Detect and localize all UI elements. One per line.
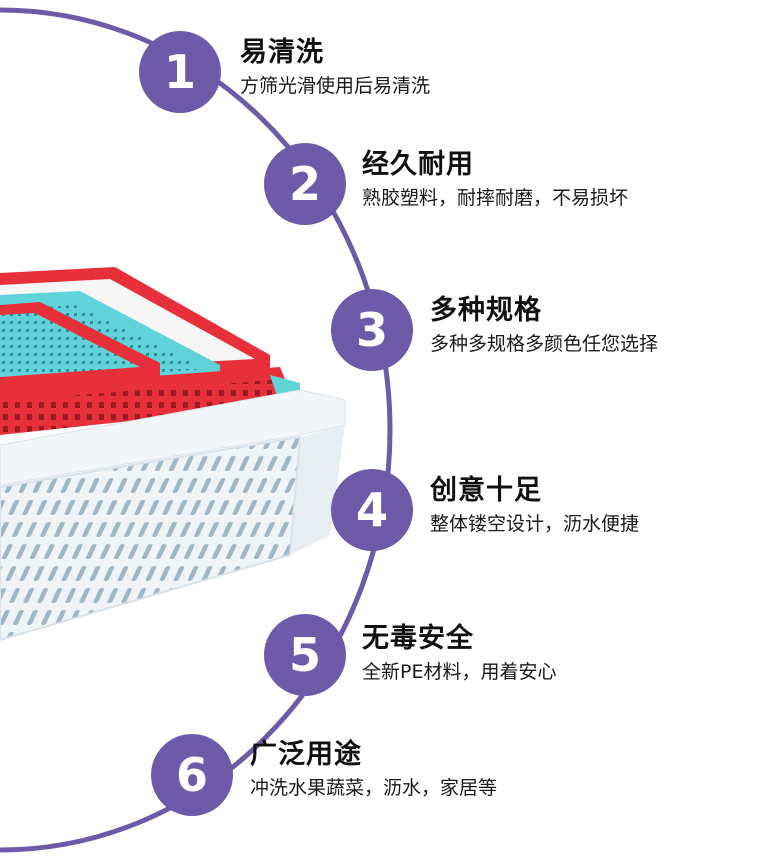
feature-item-2: 经久耐用 熟胶塑料，耐摔耐磨，不易损坏 bbox=[362, 148, 628, 212]
step-badge-2: 2 bbox=[264, 143, 346, 225]
feature-item-3: 多种规格 多种多规格多颜色任您选择 bbox=[430, 294, 658, 358]
feature-title: 经久耐用 bbox=[362, 149, 474, 180]
step-badge-3: 3 bbox=[331, 289, 413, 371]
feature-title: 无毒安全 bbox=[362, 623, 474, 654]
feature-item-5: 无毒安全 全新PE材料，用着安心 bbox=[362, 622, 556, 686]
feature-item-4: 创意十足 整体镂空设计，沥水便捷 bbox=[430, 474, 639, 538]
step-badge-6: 6 bbox=[151, 734, 233, 816]
feature-desc: 整体镂空设计，沥水便捷 bbox=[430, 513, 640, 535]
feature-desc: 多种多规格多颜色任您选择 bbox=[430, 333, 659, 355]
feature-desc: 全新PE材料，用着安心 bbox=[362, 661, 557, 683]
feature-desc: 冲洗水果蔬菜，沥水，家居等 bbox=[250, 777, 498, 799]
step-badge-1: 1 bbox=[139, 31, 221, 113]
feature-title: 多种规格 bbox=[430, 295, 542, 326]
feature-title: 广泛用途 bbox=[250, 739, 362, 770]
feature-desc: 方筛光滑使用后易清洗 bbox=[240, 75, 431, 97]
feature-desc: 熟胶塑料，耐摔耐磨，不易损坏 bbox=[362, 187, 629, 209]
step-badge-5: 5 bbox=[264, 614, 346, 696]
step-badge-4: 4 bbox=[331, 469, 413, 551]
feature-item-1: 易清洗 方筛光滑使用后易清洗 bbox=[240, 36, 430, 100]
feature-title: 易清洗 bbox=[240, 37, 324, 68]
feature-item-6: 广泛用途 冲洗水果蔬菜，沥水，家居等 bbox=[250, 738, 497, 802]
product-image-baskets bbox=[0, 267, 346, 642]
feature-title: 创意十足 bbox=[430, 475, 542, 506]
